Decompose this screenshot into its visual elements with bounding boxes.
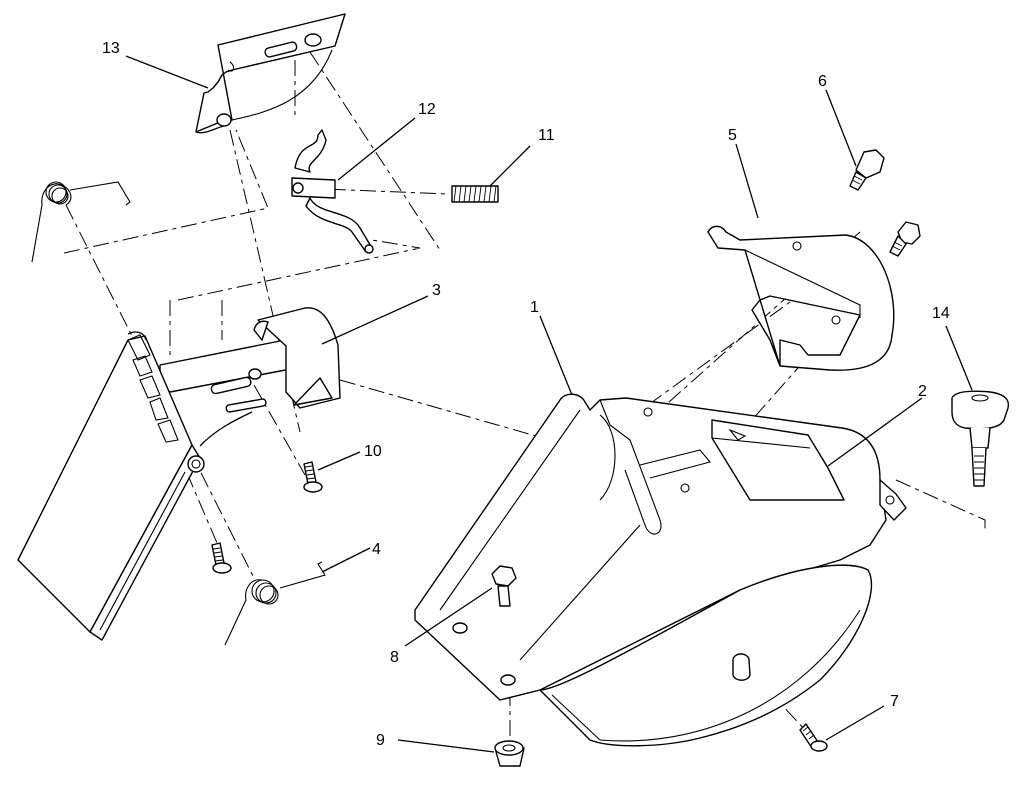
leader-7 — [825, 705, 885, 741]
callout-labels: 13 12 11 6 5 3 1 14 2 10 4 8 7 9 — [102, 40, 950, 749]
leader-lines — [125, 55, 973, 753]
leader-14 — [945, 325, 973, 391]
callout-12: 12 — [418, 101, 436, 118]
part-7-screw — [799, 723, 828, 752]
part-11-compression-spring — [451, 185, 499, 203]
leader-13 — [125, 55, 209, 89]
part-14-knob — [951, 390, 1010, 487]
callout-14: 14 — [932, 305, 950, 322]
callout-10: 10 — [364, 443, 382, 460]
leader-12 — [337, 117, 416, 181]
callout-4: 4 — [372, 541, 381, 558]
callout-11: 11 — [538, 127, 555, 144]
lower-deflector — [539, 564, 873, 747]
leader-5 — [735, 143, 759, 219]
callout-13: 13 — [102, 40, 120, 57]
callout-8: 8 — [390, 649, 399, 666]
callout-9: 9 — [376, 732, 385, 749]
callout-6: 6 — [818, 73, 827, 90]
leader-6 — [825, 89, 857, 167]
leader-4 — [321, 547, 371, 573]
leader-8 — [404, 587, 493, 647]
lower-left-screw — [211, 542, 232, 574]
part-2-decal — [711, 419, 845, 501]
callout-3: 3 — [432, 282, 441, 299]
part-3-hinge-bracket — [159, 307, 341, 413]
part-9-nut — [494, 740, 525, 767]
leader-2 — [827, 397, 923, 467]
leader-10 — [317, 451, 361, 471]
part-8-bolt — [491, 565, 517, 607]
leader-9 — [397, 739, 495, 753]
part-10-screw — [303, 461, 323, 493]
leader-3 — [321, 295, 429, 345]
callout-2: 2 — [918, 383, 927, 400]
left-shield-panel — [17, 331, 253, 641]
part-4-torsion-spring-lower — [224, 561, 326, 646]
callout-7: 7 — [890, 693, 899, 710]
callout-5: 5 — [728, 127, 737, 144]
leader-11 — [489, 145, 531, 187]
part-13-upper-plate — [195, 13, 346, 134]
part-5-support-bracket — [707, 225, 895, 371]
part-6-bolts — [849, 149, 921, 257]
part-12-pivot-rod — [291, 129, 374, 254]
callout-1: 1 — [530, 299, 539, 316]
torsion-spring-upper — [31, 181, 131, 263]
leader-1 — [539, 315, 573, 396]
